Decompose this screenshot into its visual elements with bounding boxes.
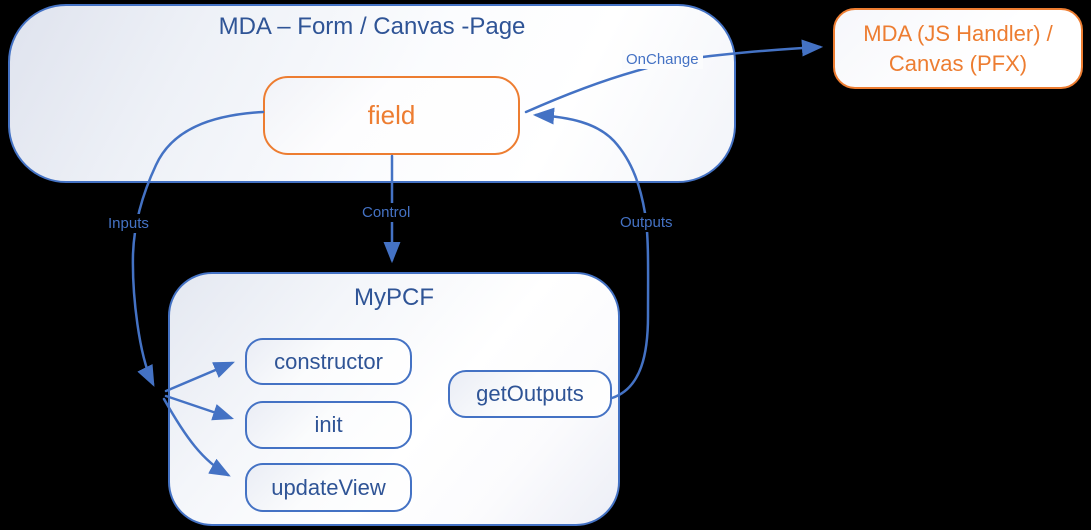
onchange-edge-label: OnChange [622,50,703,69]
outputs-edge-label: Outputs [616,213,677,232]
inputs-fan-init-arrow [164,394,235,421]
mypcf-title: MyPCF [354,284,434,311]
control-edge-label: Control [358,203,415,222]
getoutputs-label: getOutputs [476,381,584,406]
inputs-arrow [131,110,265,387]
form-page-title: MDA – Form / Canvas -Page [218,13,526,40]
getoutputs-node: getOutputs [448,370,612,418]
js-handler-node: MDA (JS Handler) / Canvas (PFX) [833,8,1083,89]
constructor-node: constructor [245,338,412,385]
outputs-arrow [532,107,650,400]
inputs-fan-constructor-arrow [164,361,235,393]
field-node-label: field [367,100,416,130]
inputs-edge-label: Inputs [104,214,153,233]
updateview-label: updateView [271,474,386,500]
js-handler-label: MDA (JS Handler) / Canvas (PFX) [863,20,1053,76]
constructor-label: constructor [274,348,383,374]
init-node: init [245,401,412,449]
inputs-fan-updateview-arrow [162,397,231,477]
updateview-node: updateView [245,463,412,512]
init-label: init [314,412,343,437]
field-node: field [263,76,520,155]
